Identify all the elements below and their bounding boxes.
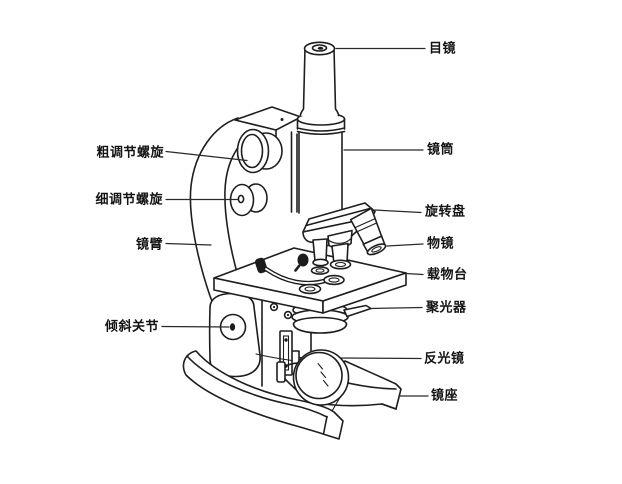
leader-line-arm bbox=[165, 242, 212, 246]
leader-line-mirror bbox=[339, 357, 422, 360]
mirror-yoke bbox=[276, 361, 286, 383]
leader-line-nosepiece bbox=[374, 209, 422, 214]
label-nosepiece: 旋转盘 bbox=[425, 204, 466, 220]
leader-line-inclination-joint bbox=[161, 325, 230, 328]
leader-line-stage bbox=[405, 272, 424, 276]
body-tube-drawing bbox=[296, 112, 346, 214]
arm-screw-dot bbox=[280, 118, 284, 121]
label-mirror: 反光镜 bbox=[424, 351, 465, 367]
mirror-glare-marks bbox=[317, 362, 329, 387]
condenser-lever bbox=[343, 304, 372, 318]
mirror-drawing bbox=[276, 349, 350, 407]
label-inclination-joint: 倾斜关节 bbox=[104, 319, 159, 335]
label-body-tube: 镜筒 bbox=[427, 142, 455, 158]
coarse-adjustment-knob-drawing bbox=[236, 128, 283, 174]
eyepiece-drawing bbox=[299, 41, 340, 117]
stage-clip-drawing bbox=[254, 253, 345, 295]
label-arm: 镜臂 bbox=[135, 237, 163, 253]
stage-drawing bbox=[213, 247, 407, 314]
leader-line-condenser bbox=[370, 306, 423, 310]
label-coarse-adjustment: 粗调节螺旋 bbox=[96, 145, 164, 161]
label-stage: 载物台 bbox=[427, 267, 468, 283]
label-base: 镜座 bbox=[431, 388, 459, 404]
label-condenser: 聚光器 bbox=[426, 300, 467, 316]
leader-lines bbox=[161, 47, 429, 397]
stage-aperture-ring bbox=[310, 266, 330, 275]
stage-knob bbox=[297, 253, 309, 267]
label-fine-adjustment: 细调节螺旋 bbox=[95, 192, 163, 208]
inclination-joint-drawing bbox=[208, 292, 261, 378]
objective-lenses-drawing bbox=[312, 207, 387, 270]
label-objective: 物镜 bbox=[427, 236, 455, 252]
leader-line-objective bbox=[386, 243, 424, 247]
fine-adjustment-knob-drawing bbox=[229, 183, 268, 217]
label-eyepiece: 目镜 bbox=[429, 41, 457, 57]
leader-line-coarse-adjustment bbox=[165, 150, 248, 162]
